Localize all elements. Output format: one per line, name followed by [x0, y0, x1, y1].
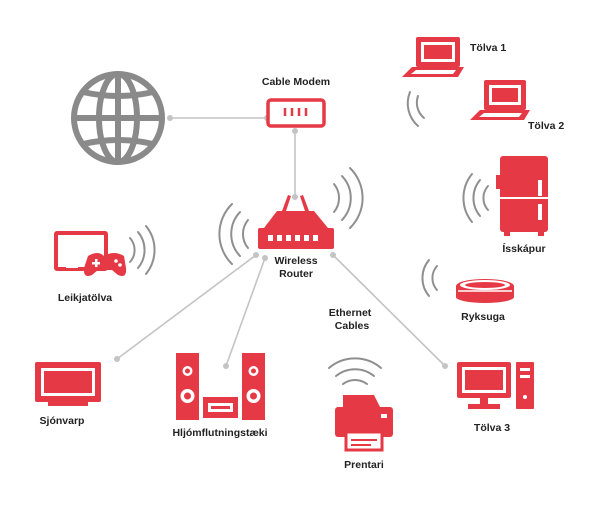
cable-router-stereo [223, 255, 268, 369]
label-tv: Sjónvarp [40, 415, 85, 427]
robot-vacuum-icon [421, 259, 514, 303]
cable-globe-modem [167, 115, 270, 121]
label-printer: Prentari [344, 459, 384, 471]
label-console: Leikjatölva [58, 292, 112, 304]
cable-router-tv [114, 252, 259, 362]
refrigerator-icon [462, 156, 548, 236]
printer-icon [328, 357, 393, 452]
cable-router-desktop [330, 252, 448, 369]
label-stereo: Hljómflutningstæki [172, 427, 267, 439]
label-desktop: Tölva 3 [474, 422, 510, 434]
modem-icon [266, 98, 326, 128]
game-console-icon [54, 225, 156, 277]
laptop-icon [402, 37, 464, 77]
label-cables: Cables [335, 320, 370, 332]
label-wireless: Wireless [274, 255, 317, 267]
laptop1-signal [406, 91, 425, 127]
label-ethernet: Ethernet [329, 307, 372, 319]
label-vacuum: Ryksuga [461, 311, 505, 323]
label-laptop2: Tölva 2 [528, 120, 564, 132]
desktop-computer-icon [457, 362, 534, 409]
label-router: Router [279, 268, 313, 280]
globe-icon [71, 71, 165, 165]
cable-modem-router [292, 128, 298, 200]
label-fridge: Ísskápur [502, 242, 545, 255]
label-cable-modem: Cable Modem [262, 76, 330, 88]
laptop-icon [470, 80, 530, 120]
router-icon [218, 167, 364, 265]
label-laptop1: Tölva 1 [470, 42, 506, 54]
television-icon [35, 362, 101, 406]
stereo-speakers-icon [176, 353, 265, 420]
